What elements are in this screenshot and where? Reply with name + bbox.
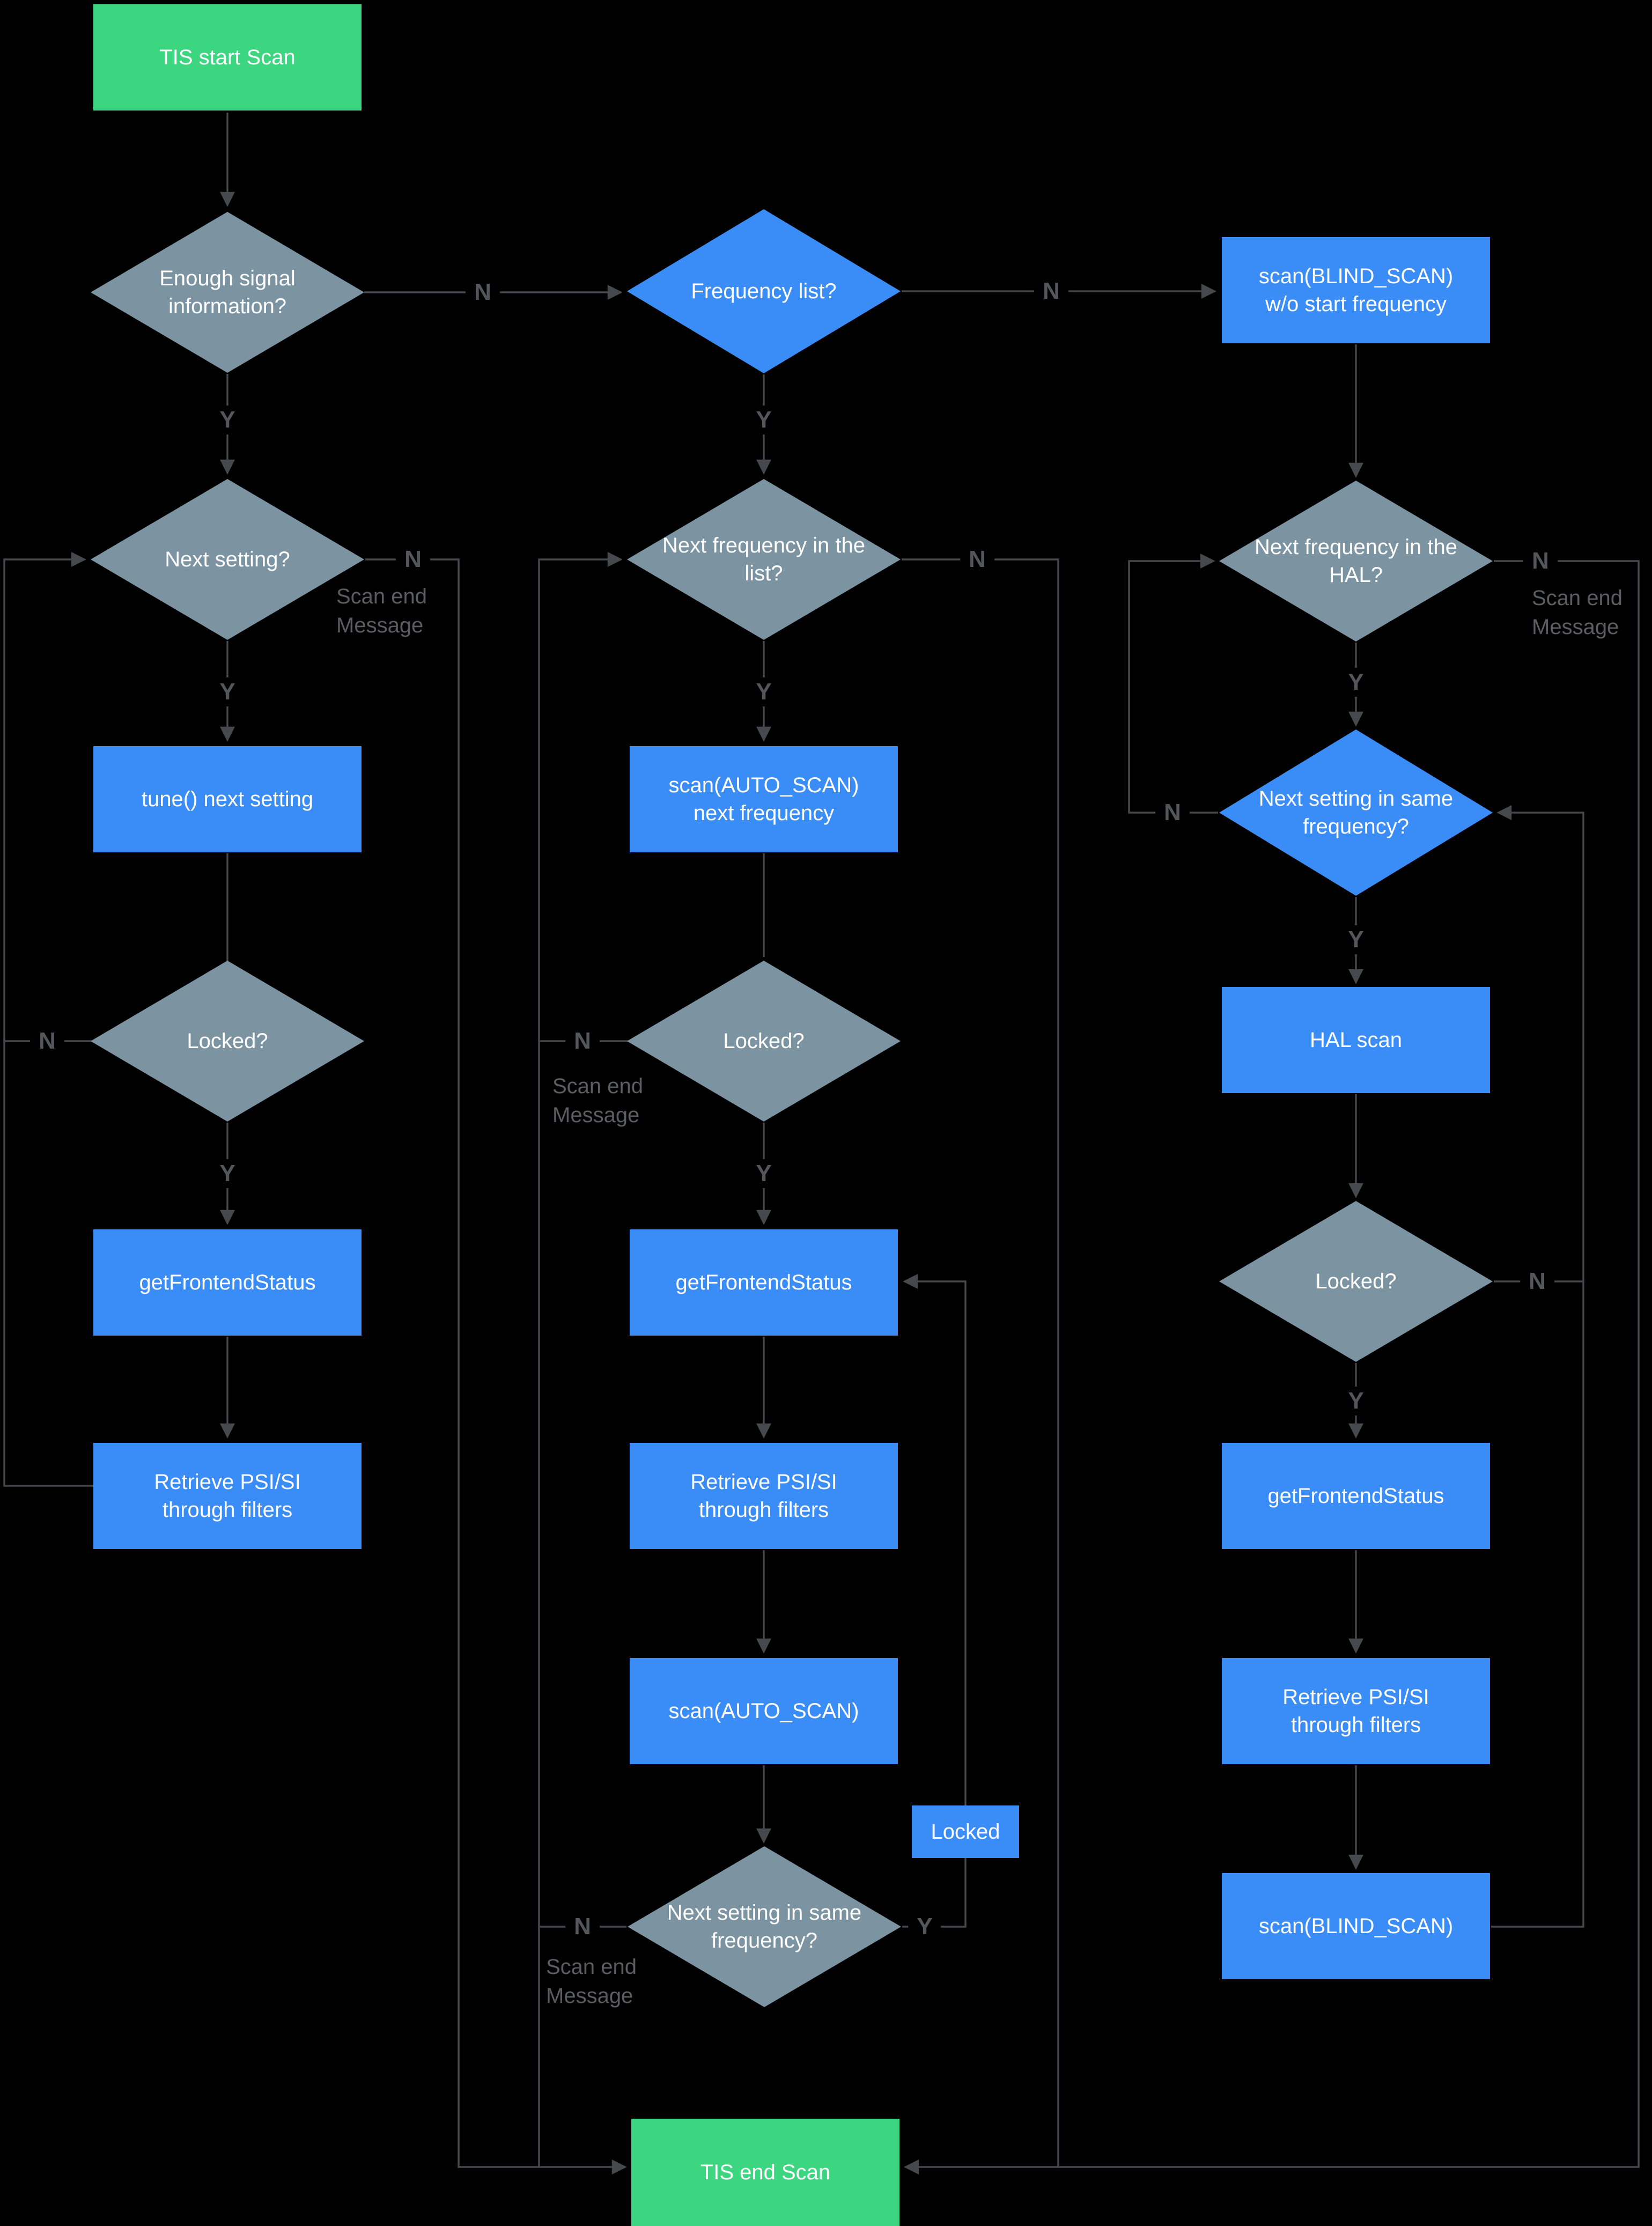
node-scan-auto: scan(AUTO_SCAN)	[630, 1658, 898, 1764]
node-blind-scan: scan(BLIND_SCAN)	[1222, 1873, 1490, 1979]
node-tune-next-setting: tune() next setting	[93, 746, 362, 852]
edge-label-same-frequency-hal-yes: Y	[1339, 925, 1373, 954]
edge-label-locked-left-yes: Y	[211, 1159, 244, 1188]
edge-label-next-setting-yes: Y	[211, 677, 244, 706]
note-line: Scan end	[552, 1074, 644, 1098]
edge-label-same-frequency-mid-yes: Y	[908, 1912, 941, 1941]
note-line: Scan end	[546, 1955, 637, 1979]
edge-label-frequency-list-no: N	[1034, 277, 1068, 306]
note-scan-end-message-next-setting: Scan end Message	[336, 582, 427, 640]
note-line: Message	[336, 614, 424, 637]
edge-label-enough-signal-no: N	[466, 278, 500, 307]
edge-label-frequency-list-yes: Y	[747, 406, 780, 434]
edge-label-next-frequency-hal-no: N	[1523, 547, 1558, 576]
edge-label-next-frequency-list-yes: Y	[747, 677, 780, 706]
note-line: Scan end	[1532, 586, 1623, 610]
edge-label-locked-right-yes: Y	[1339, 1387, 1373, 1416]
node-tis-start-scan: TIS start Scan	[93, 4, 362, 110]
note-line: Message	[1532, 615, 1619, 639]
edge-label-next-setting-no: N	[396, 545, 430, 574]
node-retrieve-psi-mid: Retrieve PSI/SI through filters	[630, 1443, 898, 1549]
note-line: Scan end	[336, 585, 427, 608]
node-blind-scan-wo-start-frequency: scan(BLIND_SCAN) w/o start frequency	[1222, 237, 1490, 343]
edge-label-enough-signal-yes: Y	[211, 406, 244, 434]
note-scan-end-message-same-frequency-mid: Scan end Message	[546, 1952, 637, 2010]
node-get-frontend-status-right: getFrontendStatus	[1222, 1443, 1490, 1549]
edge-label-locked-left-no: N	[30, 1027, 64, 1056]
label-locked-tag: Locked	[912, 1805, 1019, 1858]
node-get-frontend-status-left: getFrontendStatus	[93, 1229, 362, 1336]
node-get-frontend-status-mid: getFrontendStatus	[630, 1229, 898, 1336]
edge-label-next-frequency-list-no: N	[960, 545, 994, 574]
edge-label-locked-mid-no: N	[565, 1027, 600, 1056]
edge-label-locked-mid-yes: Y	[747, 1159, 780, 1188]
node-retrieve-psi-right: Retrieve PSI/SI through filters	[1222, 1658, 1490, 1764]
note-scan-end-message-locked-mid: Scan end Message	[552, 1072, 643, 1130]
node-tis-end-scan: TIS end Scan	[631, 2119, 899, 2226]
note-scan-end-message-next-frequency-hal: Scan end Message	[1532, 584, 1622, 642]
node-retrieve-psi-left: Retrieve PSI/SI through filters	[93, 1443, 362, 1549]
edge-label-next-frequency-hal-yes: Y	[1339, 668, 1373, 697]
edge-label-locked-right-no: N	[1520, 1267, 1554, 1296]
edge-label-same-frequency-hal-no: N	[1155, 798, 1190, 827]
note-line: Message	[552, 1103, 640, 1127]
edge-label-same-frequency-mid-no: N	[565, 1912, 600, 1941]
note-line: Message	[546, 1984, 633, 2008]
node-hal-scan: HAL scan	[1222, 987, 1490, 1093]
node-scan-auto-next-frequency: scan(AUTO_SCAN) next frequency	[630, 746, 898, 852]
